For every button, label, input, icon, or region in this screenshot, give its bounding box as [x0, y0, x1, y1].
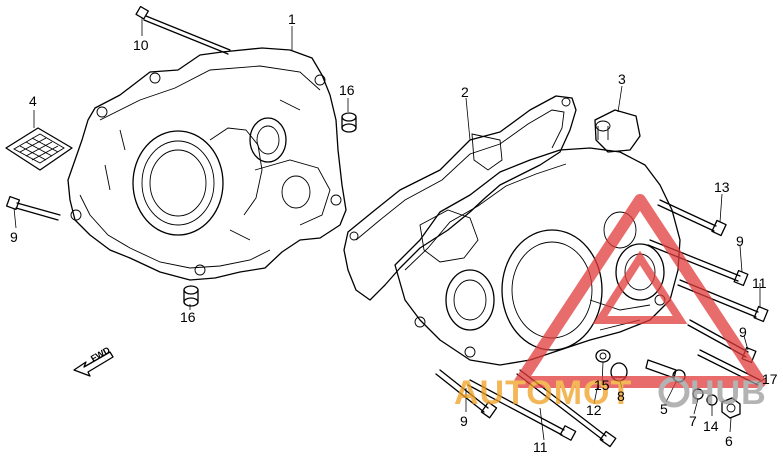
plug-15: [595, 349, 611, 363]
label-part-9-bottom: 9: [460, 413, 468, 429]
label-part-16-bottom: 16: [180, 309, 196, 325]
label-part-9-right-lower: 9: [739, 324, 747, 340]
bolt-9-bottom: [435, 369, 498, 419]
watermark-text-part2: HUB: [690, 374, 767, 412]
label-part-17: 17: [762, 371, 778, 387]
label-part-11-right: 11: [752, 275, 767, 291]
label-part-8: 8: [617, 388, 625, 404]
leader-lines: [13, 18, 767, 441]
label-part-7: 7: [689, 413, 697, 429]
nut-6: [721, 397, 741, 419]
oil-screen-4: [5, 127, 73, 171]
watermark-text-part1: AUTOMOT: [454, 374, 632, 412]
watermark-logo: AUTOMOT HUB: [454, 194, 767, 412]
dowel-16-bottom: [183, 285, 199, 307]
bolt-11-bottom: [467, 379, 577, 441]
dowel-16-top: [341, 112, 357, 133]
label-part-9-right-upper: 9: [736, 233, 744, 249]
label-part-1: 1: [288, 11, 296, 27]
label-part-6: 6: [725, 433, 733, 449]
label-part-16-top: 16: [339, 82, 355, 98]
label-part-10: 10: [133, 37, 149, 53]
bolt-10: [135, 5, 231, 55]
label-part-15: 15: [594, 377, 610, 393]
label-part-14: 14: [703, 418, 719, 434]
right-crankcase: [394, 109, 681, 366]
fwd-label: FWD: [89, 345, 112, 364]
label-part-12: 12: [586, 402, 602, 418]
bolt-9-left: [5, 195, 61, 221]
part-labels: 1 2 3 4 5 6 7 8 9 9 9 9 10 11 11 12 13 1…: [10, 11, 778, 455]
label-part-2: 2: [461, 84, 469, 100]
label-part-5: 5: [660, 401, 668, 417]
label-part-13: 13: [714, 179, 730, 195]
label-part-4: 4: [29, 93, 37, 109]
watermark-gear-icon: [658, 376, 690, 408]
left-crankcase: [67, 47, 347, 281]
label-part-9-left: 9: [10, 229, 18, 245]
bolt-13: [657, 199, 727, 237]
label-part-3: 3: [618, 71, 626, 87]
label-part-11-bottom: 11: [533, 439, 548, 455]
fwd-arrow: FWD: [73, 345, 114, 377]
crankcase-gasket: [343, 95, 577, 301]
